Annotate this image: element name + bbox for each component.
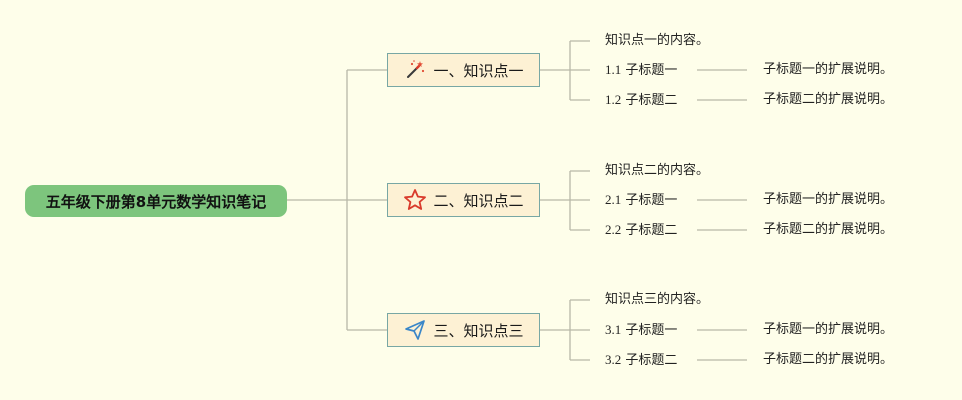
sub-title: 子标题二 bbox=[625, 93, 678, 108]
sub-number: 1.1 bbox=[605, 62, 622, 77]
paper-plane-icon bbox=[403, 318, 427, 342]
star-icon bbox=[403, 188, 427, 212]
branch-node-3[interactable]: 三、知识点三 bbox=[387, 313, 540, 347]
root-label: 五年级下册第8单元数学知识笔记 bbox=[45, 192, 267, 211]
sub-title: 子标题二 bbox=[625, 353, 678, 368]
leaf-sub-1-1[interactable]: 1.1 子标题一 bbox=[605, 62, 677, 79]
leaf-sub-3-1[interactable]: 3.1 子标题一 bbox=[605, 322, 677, 339]
leaf-content-1[interactable]: 知识点一的内容。 bbox=[605, 33, 710, 48]
connector-b3-leaves bbox=[570, 299, 590, 361]
leaf-desc-3-2[interactable]: 子标题二的扩展说明。 bbox=[763, 352, 894, 367]
sub-title: 子标题一 bbox=[625, 193, 678, 208]
branch-node-1[interactable]: 一、知识点一 bbox=[387, 53, 540, 87]
sub-title: 子标题一 bbox=[625, 63, 678, 78]
leaf-desc-2-1[interactable]: 子标题一的扩展说明。 bbox=[763, 192, 894, 207]
sub-number: 2.1 bbox=[605, 192, 622, 207]
connector-b2-desc bbox=[697, 199, 747, 231]
leaf-desc-2-2[interactable]: 子标题二的扩展说明。 bbox=[763, 222, 894, 237]
branch-label-2: 二、知识点二 bbox=[433, 191, 524, 210]
connector-b1-leaves bbox=[570, 40, 590, 101]
connector-b2-leaves bbox=[570, 170, 590, 231]
branch-label-1: 一、知识点一 bbox=[433, 61, 524, 80]
leaf-sub-1-2[interactable]: 1.2 子标题二 bbox=[605, 92, 677, 109]
sub-number: 3.1 bbox=[605, 322, 622, 337]
connector-b3-desc bbox=[697, 329, 747, 361]
sub-number: 2.2 bbox=[605, 222, 622, 237]
root-node[interactable]: 五年级下册第8单元数学知识笔记 bbox=[25, 185, 287, 217]
magic-wand-icon bbox=[403, 58, 427, 82]
sub-number: 3.2 bbox=[605, 352, 622, 367]
sub-title: 子标题一 bbox=[625, 323, 678, 338]
sub-title: 子标题二 bbox=[625, 223, 678, 238]
leaf-content-2[interactable]: 知识点二的内容。 bbox=[605, 163, 710, 178]
leaf-sub-3-2[interactable]: 3.2 子标题二 bbox=[605, 352, 677, 369]
leaf-sub-2-1[interactable]: 2.1 子标题一 bbox=[605, 192, 677, 209]
branch-node-2[interactable]: 二、知识点二 bbox=[387, 183, 540, 217]
connector-b1-desc bbox=[697, 69, 747, 101]
leaf-content-3[interactable]: 知识点三的内容。 bbox=[605, 292, 710, 307]
sub-number: 1.2 bbox=[605, 92, 622, 107]
branch-label-3: 三、知识点三 bbox=[433, 321, 524, 340]
leaf-desc-1-2[interactable]: 子标题二的扩展说明。 bbox=[763, 92, 894, 107]
leaf-sub-2-2[interactable]: 2.2 子标题二 bbox=[605, 222, 677, 239]
leaf-desc-1-1[interactable]: 子标题一的扩展说明。 bbox=[763, 62, 894, 77]
leaf-desc-3-1[interactable]: 子标题一的扩展说明。 bbox=[763, 322, 894, 337]
